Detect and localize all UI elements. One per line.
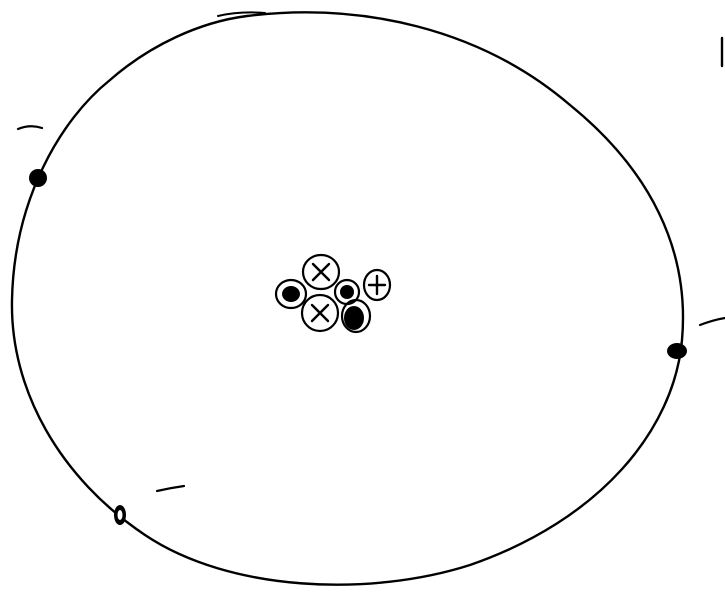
nucleus (276, 255, 390, 332)
electron-bottom-left (114, 505, 126, 525)
electron-charge-mark (157, 486, 184, 491)
neutron (276, 280, 306, 308)
electron-left (29, 169, 47, 187)
electron-charge-mark (700, 318, 725, 325)
proton (364, 270, 390, 300)
electron-charge-mark (18, 126, 42, 129)
proton (303, 255, 339, 289)
electron-right (667, 343, 687, 359)
proton (302, 295, 338, 331)
neutron (342, 300, 370, 332)
